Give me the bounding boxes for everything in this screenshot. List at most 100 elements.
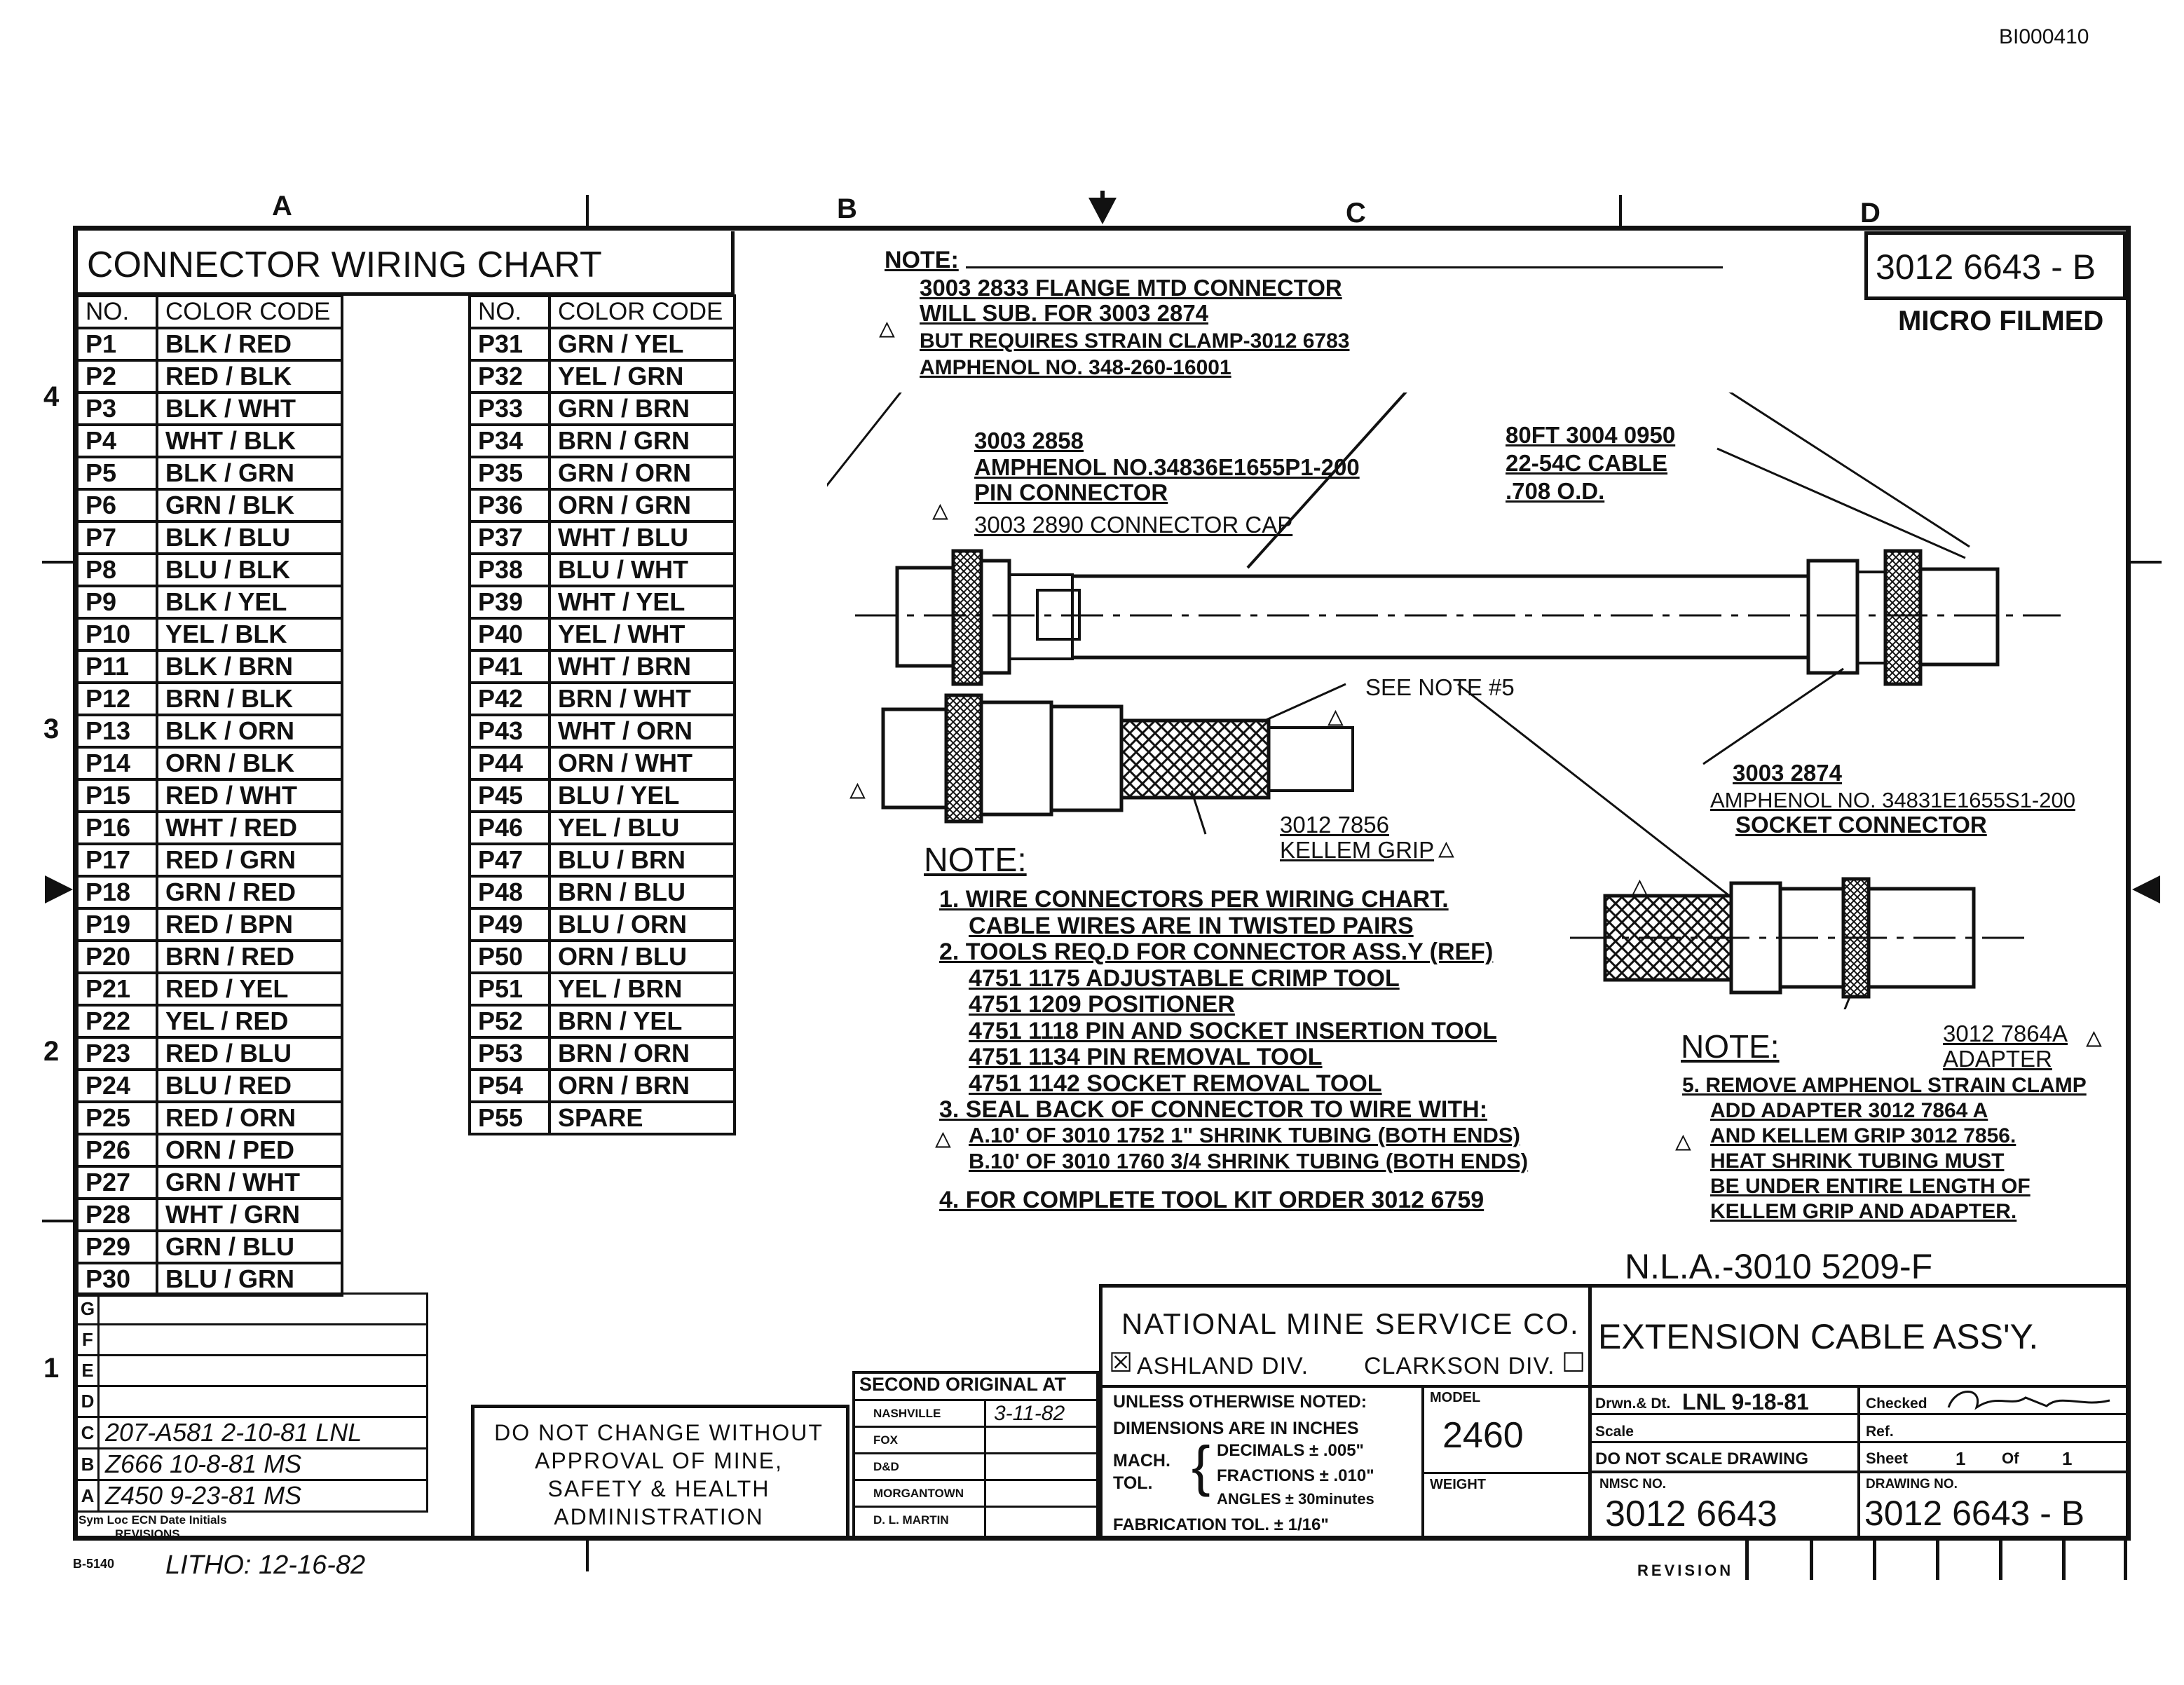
adapter-label: ADAPTER [1943,1046,2052,1072]
pin-number: P23 [76,1035,158,1071]
drawn-label: Drwn.& Dt. [1595,1396,1671,1412]
drawing-title: EXTENSION CABLE ASS'Y. [1598,1317,2039,1356]
note5-line: HEAT SHRINK TUBING MUST [1710,1150,2005,1173]
note-line: 4751 1175 ADJUSTABLE CRIMP TOOL [969,964,1400,992]
second-original-box [852,1371,1099,1541]
color-code: BLK / RED [156,326,343,362]
drawing-no-label: DRAWING NO. [1866,1477,1958,1492]
pin-connector-label: AMPHENOL NO.34836E1655P1-200 [974,454,1360,480]
zone-tick [2131,561,2162,564]
col-header-no: NO. [468,294,551,329]
second-original-location: NASHVILLE [873,1407,941,1420]
second-original-location: FOX [873,1433,898,1447]
revision-tick [2124,1541,2127,1580]
tolerance-line: DECIMALS ± .005" [1217,1441,1364,1460]
pin-number: P9 [76,584,158,620]
sheet-value: 1 [1956,1448,1966,1469]
second-original-divider [984,1399,986,1539]
nla-number: N.L.A.-3010 5209-F [1625,1247,1933,1286]
top-note-label: NOTE: [885,247,959,273]
note-line: 4751 1134 PIN REMOVAL TOOL [969,1044,1323,1070]
checkbox-clarkson[interactable]: ☐ [1562,1349,1586,1378]
color-code: BLU / YEL [548,777,736,813]
sheet-label: Sheet [1866,1449,1908,1467]
pin-number: P27 [76,1164,158,1200]
color-code: GRN / YEL [548,326,736,362]
pin-number: P44 [468,745,551,781]
pin-number: P41 [468,648,551,684]
color-code: WHT / BLK [156,423,343,458]
color-code: ORN / WHT [548,745,736,781]
scale-label: Scale [1595,1424,1634,1440]
pin-number: P37 [468,519,551,555]
color-code: BLK / BRN [156,648,343,684]
note5-label: NOTE: [1681,1028,1780,1065]
color-code: BRN / BLK [156,681,343,716]
revision-header: Sym Loc ECN Date Initials [79,1513,227,1527]
revision-symbol: A [76,1479,100,1513]
pin-number: P22 [76,1003,158,1039]
color-code: BRN / WHT [548,681,736,716]
company-name: NATIONAL MINE SERVICE CO. [1121,1307,1580,1340]
msha-box [471,1405,849,1541]
checkbox-ashland[interactable]: ☒ [1109,1349,1133,1378]
drawing-number: 3012 6643 - B [1864,1494,2085,1533]
pin-number: P4 [76,423,158,458]
nmsc-number: 3012 6643 [1605,1494,1777,1534]
note5-line: AND KELLEM GRIP 3012 7856. [1710,1124,2016,1147]
pin-number: P42 [468,681,551,716]
checked-signature [1947,1391,2110,1410]
pin-number: P12 [76,681,158,716]
tolerance-line: ANGLES ± 30minutes [1217,1490,1374,1508]
second-original-divider [852,1506,1099,1508]
cable-label: .708 O.D. [1506,478,1605,504]
color-code: RED / YEL [156,971,343,1007]
color-code: GRN / BRN [548,390,736,426]
ref-label: Ref. [1866,1424,1894,1440]
second-original-divider [852,1399,1099,1401]
revision-entry: 207-A581 2-10-81 LNL [97,1416,428,1449]
pin-number: P47 [468,842,551,878]
pin-connector-label: PIN CONNECTOR [974,479,1168,505]
revision-strip-label: REVISION [1637,1562,1734,1579]
pin-number: P45 [468,777,551,813]
color-code: BLK / WHT [156,390,343,426]
note-line: 4751 1209 POSITIONER [969,991,1235,1018]
tolerance-line: FRACTIONS ± .010" [1217,1466,1374,1485]
weight-label: WEIGHT [1430,1477,1486,1492]
pin-number: P33 [468,390,551,426]
tb-divider [1591,1413,2131,1415]
color-code: SPARE [548,1100,736,1135]
color-code: ORN / BLU [548,939,736,974]
tolerance-line: FABRICATION TOL. ± 1/16" [1113,1515,1329,1534]
color-code: WHT / ORN [548,713,736,749]
pin-number: P24 [76,1067,158,1103]
col-header-color: COLOR CODE [156,294,343,329]
note5-line: ADD ADAPTER 3012 7864 A [1710,1099,1988,1122]
microfilm-stamp: MICRO FILMED [1898,306,2104,336]
second-original-title: SECOND ORIGINAL AT [859,1374,1067,1395]
zone-col-b: B [837,193,857,224]
pin-number: P39 [468,584,551,620]
checked-label: Checked [1866,1396,1927,1412]
tb-divider [1421,1472,1590,1474]
